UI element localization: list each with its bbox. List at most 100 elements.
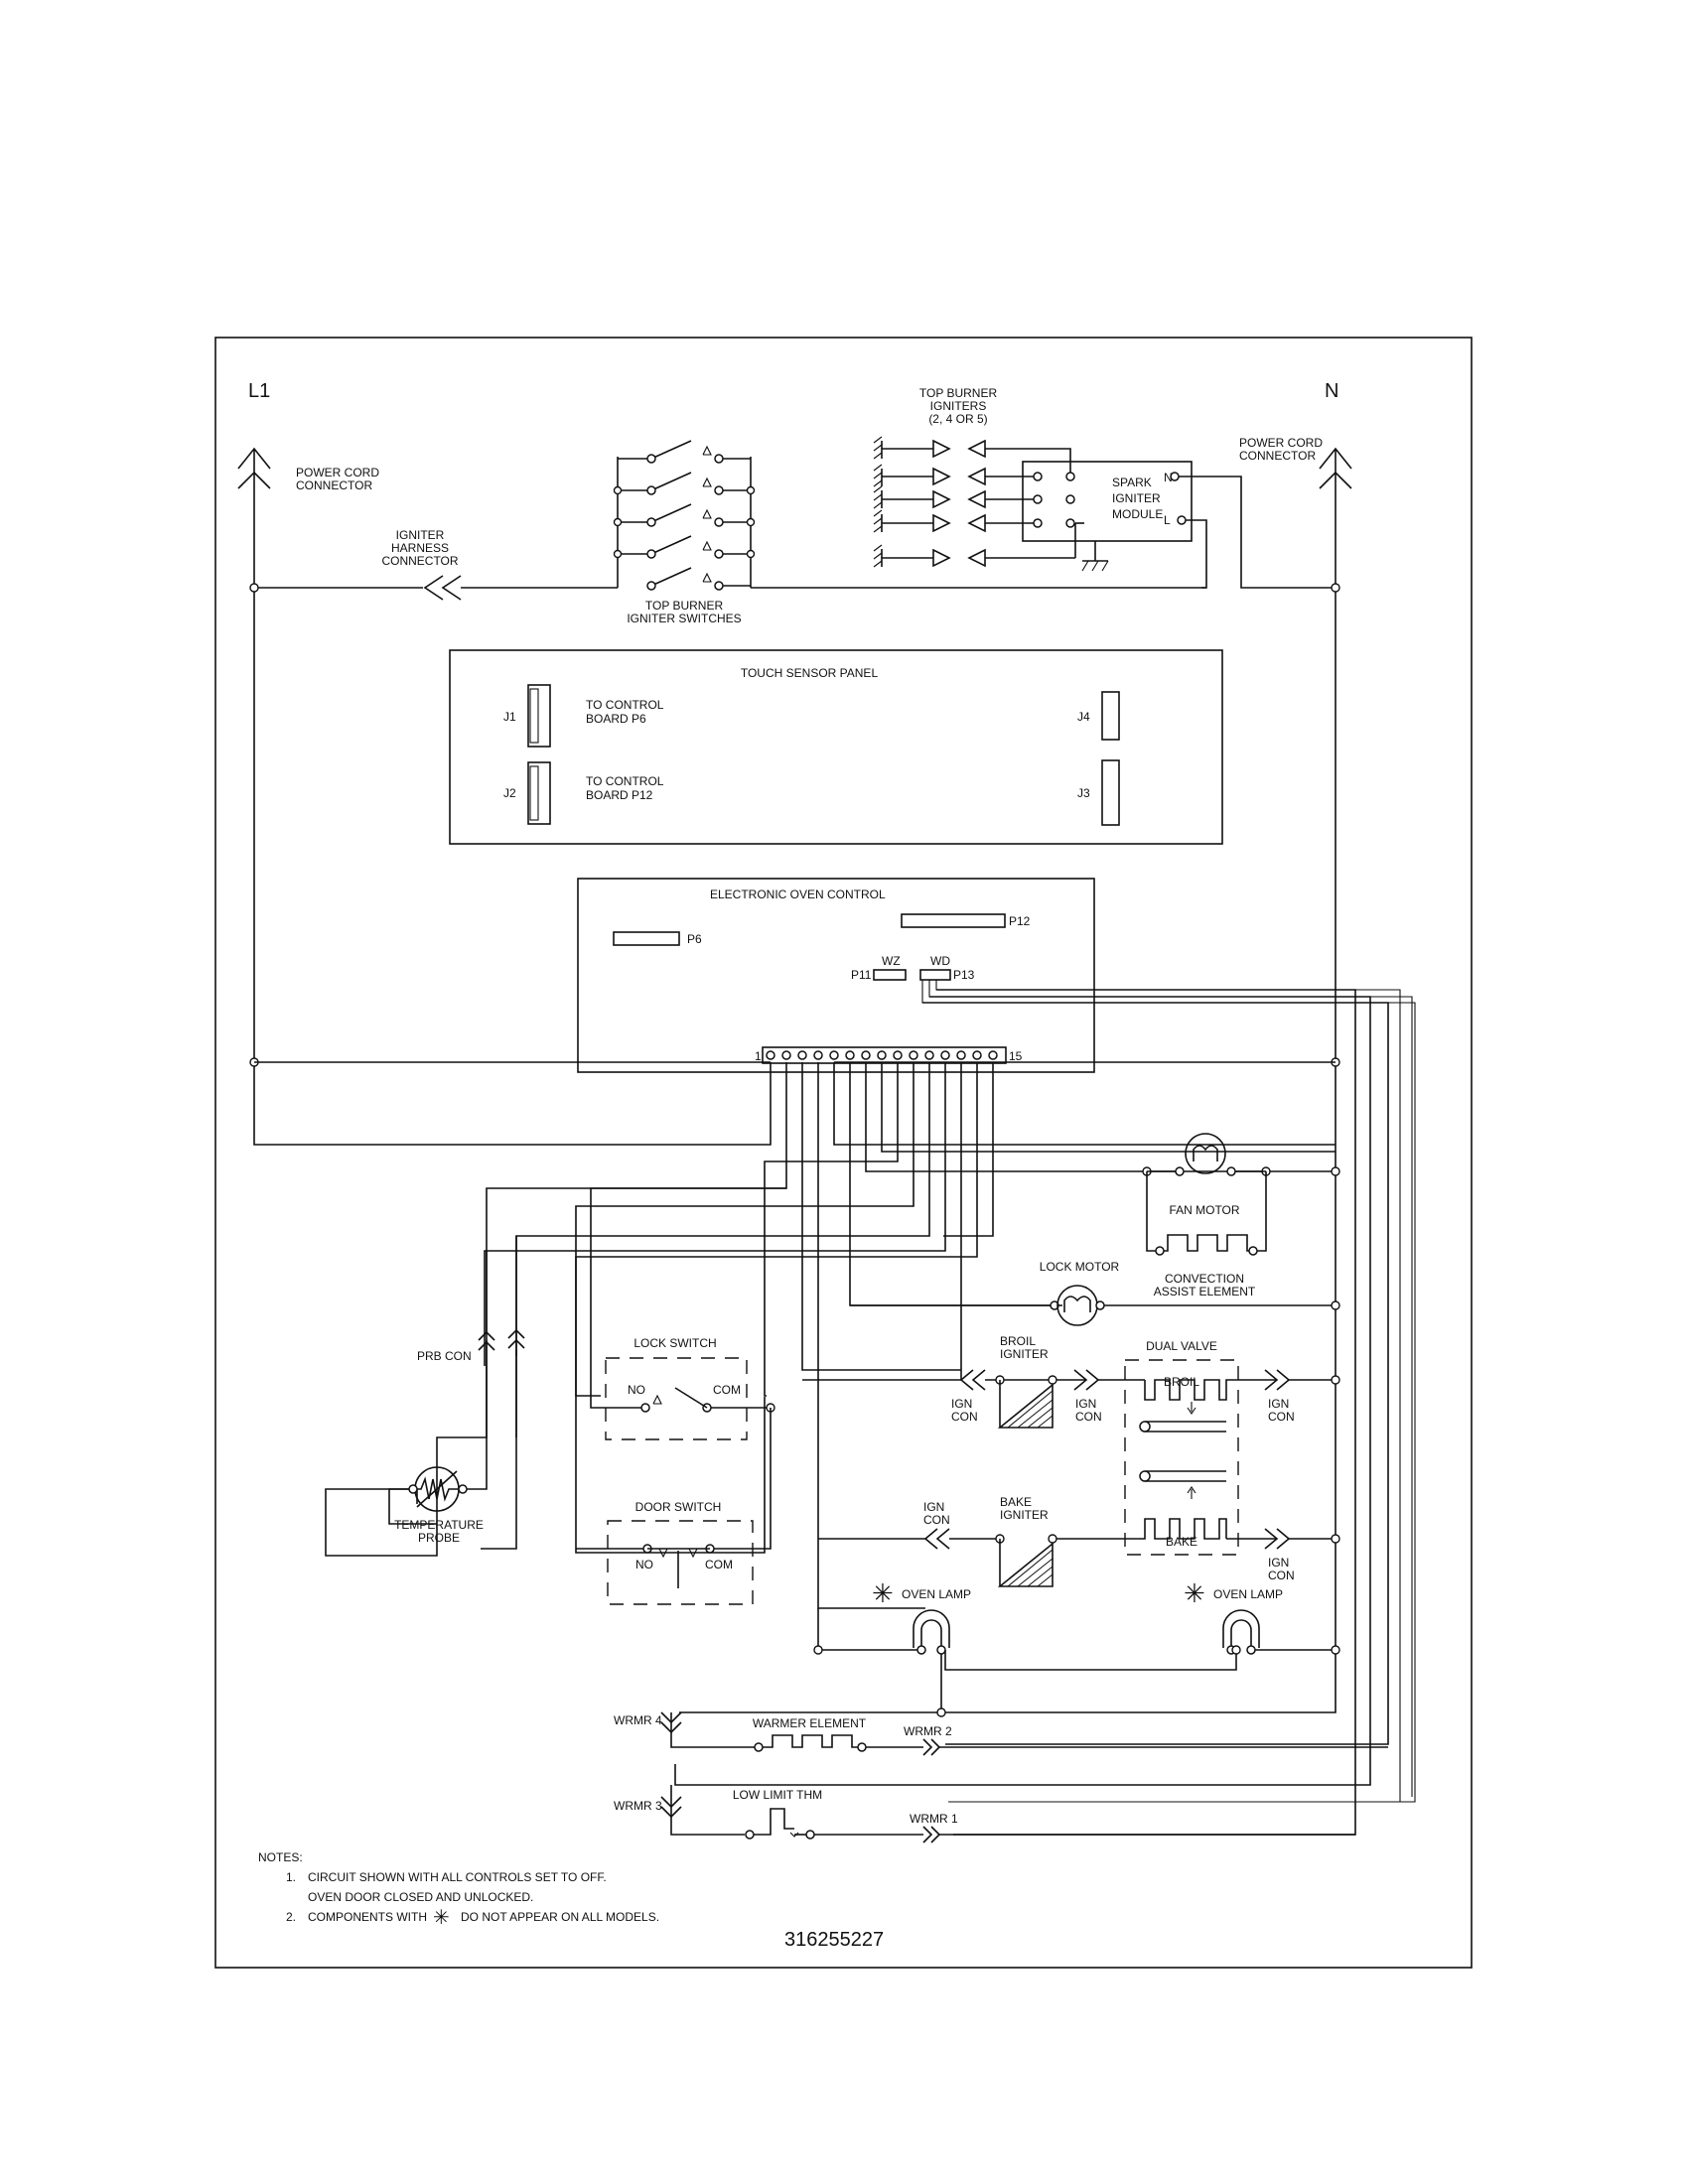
note-2-suffix: DO NOT APPEAR ON ALL MODELS. bbox=[461, 1910, 659, 1924]
oven-lamp-right-label: OVEN LAMP bbox=[1213, 1587, 1283, 1601]
lock-motor-label: LOCK MOTOR bbox=[1040, 1260, 1120, 1274]
temperature-probe-label-2: PROBE bbox=[418, 1531, 460, 1545]
door-switch-no: NO bbox=[635, 1558, 653, 1571]
terminal-l1: L1 bbox=[248, 380, 270, 402]
bake-valve-label: BAKE bbox=[1166, 1535, 1197, 1549]
ign-con-4-b: CON bbox=[1268, 1569, 1295, 1582]
ign-con-2-b: CON bbox=[1075, 1410, 1102, 1424]
p13-label: P13 bbox=[953, 968, 975, 982]
notes-block: NOTES: 1. CIRCUIT SHOWN WITH ALL CONTROL… bbox=[258, 1850, 659, 1929]
control-pin bbox=[797, 1050, 807, 1060]
j1-text-1: TO CONTROL bbox=[586, 698, 664, 712]
ign-con-4-a: IGN bbox=[1268, 1556, 1289, 1570]
lock-switch-no: NO bbox=[628, 1383, 645, 1397]
oven-lamp-left-asterisk: ✳ bbox=[872, 1578, 894, 1608]
lock-motor-assembly: LOCK MOTOR bbox=[850, 1260, 1340, 1326]
j4-label: J4 bbox=[1077, 710, 1090, 724]
broil-valve-label: BROIL bbox=[1164, 1375, 1199, 1389]
control-pin bbox=[813, 1050, 823, 1060]
power-cord-right-label-1: POWER CORD bbox=[1239, 436, 1323, 450]
note-2-number: 2. bbox=[286, 1910, 296, 1924]
control-pin bbox=[940, 1050, 950, 1060]
control-pin bbox=[956, 1050, 966, 1060]
power-cord-right-label-2: CONNECTOR bbox=[1239, 449, 1316, 463]
control-pin bbox=[893, 1050, 903, 1060]
power-cord-left-label-2: CONNECTOR bbox=[296, 478, 372, 492]
wrmr2-label: WRMR 2 bbox=[904, 1724, 952, 1738]
power-cord-connector-left: POWER CORD CONNECTOR bbox=[237, 447, 379, 492]
top-burner-igniter-switches bbox=[613, 440, 756, 591]
j2-text-1: TO CONTROL bbox=[586, 774, 664, 788]
low-limit-label: LOW LIMIT THM bbox=[733, 1788, 822, 1802]
spark-module-n: N bbox=[1164, 471, 1173, 484]
top-burner-igniters bbox=[873, 436, 1076, 568]
control-pin bbox=[829, 1050, 839, 1060]
connector-p13 bbox=[919, 969, 951, 981]
note-1-line-1: CIRCUIT SHOWN WITH ALL CONTROLS SET TO O… bbox=[308, 1870, 607, 1884]
wrmr4-label: WRMR 4 bbox=[614, 1713, 662, 1727]
dual-valve-title: DUAL VALVE bbox=[1146, 1339, 1217, 1353]
connector-j2 bbox=[527, 761, 551, 825]
connector-p11 bbox=[873, 969, 907, 981]
broil-igniter-label-2: IGNITER bbox=[1000, 1347, 1049, 1361]
broil-valve-coil bbox=[1144, 1379, 1231, 1401]
power-cord-left-label-1: POWER CORD bbox=[296, 466, 379, 479]
convection-label-1: CONVECTION bbox=[1165, 1272, 1244, 1286]
lock-switch-title: LOCK SWITCH bbox=[633, 1336, 716, 1350]
spark-igniter-module: SPARK IGNITER MODULE N L bbox=[1022, 448, 1193, 572]
wrmr1-label: WRMR 1 bbox=[910, 1812, 958, 1826]
touch-panel-title: TOUCH SENSOR PANEL bbox=[741, 666, 879, 680]
note-2-prefix: COMPONENTS WITH bbox=[308, 1910, 427, 1924]
control-pin bbox=[781, 1050, 791, 1060]
connector-j4 bbox=[1101, 691, 1120, 741]
top-burner-switches-label-1: TOP BURNER bbox=[645, 599, 724, 613]
connector-j3 bbox=[1101, 759, 1120, 826]
bake-igniter-label-2: IGNITER bbox=[1000, 1508, 1049, 1522]
note-2-asterisk: ✳ bbox=[433, 1907, 450, 1929]
diagram-border bbox=[214, 337, 1473, 1969]
control-pin bbox=[845, 1050, 855, 1060]
pin-last-label: 15 bbox=[1009, 1049, 1023, 1063]
warmer-element-label: WARMER ELEMENT bbox=[753, 1716, 867, 1730]
top-burner-switches-label-2: IGNITER SWITCHES bbox=[627, 612, 741, 625]
bake-valve-coil bbox=[1140, 1518, 1227, 1540]
door-switch-assembly: DOOR SWITCH NO COM bbox=[576, 1408, 772, 1605]
part-number: 316255227 bbox=[784, 1929, 884, 1951]
spark-module-l: L bbox=[1164, 513, 1171, 527]
door-switch-com: COM bbox=[705, 1558, 733, 1571]
pin-first-label: 1 bbox=[755, 1049, 762, 1063]
warmer-element-circuit: WRMR 4 WARMER ELEMENT WRMR 2 bbox=[614, 1711, 1388, 1756]
oven-control-title: ELECTRONIC OVEN CONTROL bbox=[710, 887, 886, 901]
lock-switch-assembly: LOCK SWITCH NO COM bbox=[590, 1187, 786, 1440]
connector-p12 bbox=[901, 913, 1006, 928]
control-pin bbox=[861, 1050, 871, 1060]
bake-igniter-circuit: IGN CON BAKE IGNITER bbox=[818, 1495, 1140, 1587]
oven-lamp-right: ✳ OVEN LAMP bbox=[1184, 1578, 1340, 1655]
touch-sensor-panel: TOUCH SENSOR PANEL J1 TO CONTROL BOARD P… bbox=[449, 649, 1223, 845]
convection-element bbox=[1160, 1234, 1253, 1252]
broil-igniter-circuit: IGN CON BROIL IGNITER IGN CON bbox=[802, 1334, 1145, 1429]
door-switch-title: DOOR SWITCH bbox=[635, 1500, 722, 1514]
spark-module-label-2: IGNITER bbox=[1112, 491, 1161, 505]
ign-con-5-a: IGN bbox=[923, 1500, 944, 1514]
j1-label: J1 bbox=[503, 710, 516, 724]
ign-con-3-b: CON bbox=[1268, 1410, 1295, 1424]
ign-con-5-b: CON bbox=[923, 1513, 950, 1527]
main-buses bbox=[253, 449, 1336, 1713]
top-burner-igniters-label-2: IGNITERS bbox=[930, 399, 987, 413]
j1-text-2: BOARD P6 bbox=[586, 712, 646, 726]
oven-lamp-left-label: OVEN LAMP bbox=[902, 1587, 971, 1601]
oven-lamp-right-asterisk: ✳ bbox=[1184, 1578, 1205, 1608]
fan-motor-label: FAN MOTOR bbox=[1169, 1203, 1239, 1217]
bake-igniter-symbol bbox=[997, 1542, 1054, 1587]
p12-label: P12 bbox=[1009, 914, 1031, 928]
oven-lamp-left: ✳ OVEN LAMP bbox=[813, 1578, 1237, 1717]
control-pin bbox=[909, 1050, 918, 1060]
spark-module-label-3: MODULE bbox=[1112, 507, 1163, 521]
igniter-harness-label-3: CONNECTOR bbox=[381, 554, 458, 568]
control-pin bbox=[988, 1050, 998, 1060]
lock-switch-com: COM bbox=[713, 1383, 741, 1397]
ign-con-3-a: IGN bbox=[1268, 1397, 1289, 1411]
low-limit-circuit: WRMR 3 LOW LIMIT THM WRMR 1 bbox=[614, 1785, 1355, 1843]
